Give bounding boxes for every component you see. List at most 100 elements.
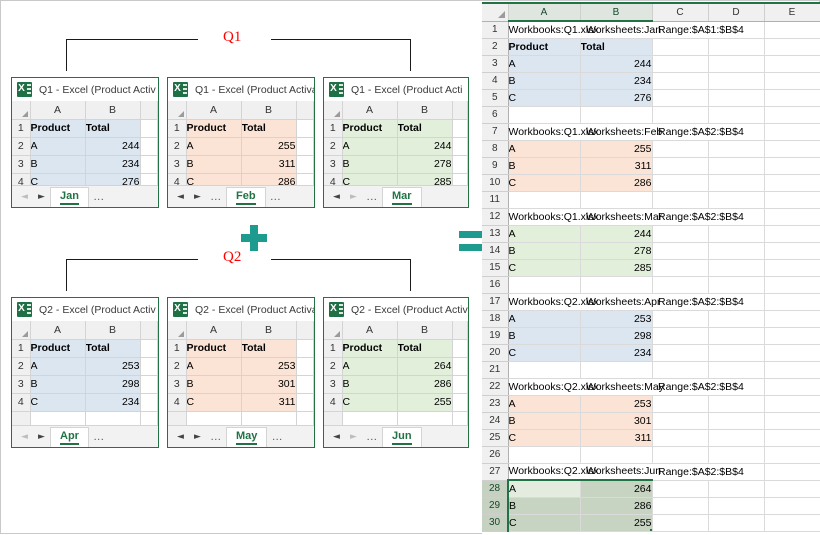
row-header-2[interactable]: 2	[324, 137, 343, 156]
empty-c[interactable]	[652, 38, 709, 56]
empty-a[interactable]	[508, 361, 581, 379]
empty-a[interactable]	[508, 191, 581, 209]
cell-b1[interactable]: Total	[85, 118, 141, 138]
column-header-B[interactable]: B	[241, 321, 297, 340]
column-header-B[interactable]: B	[397, 101, 453, 120]
prev-sheet-icon[interactable]: ◄	[333, 432, 340, 442]
table-row[interactable]: 22 Workbooks:Q2.xlsx Worksheets:May Rang…	[482, 378, 820, 396]
banner-pad-e-0[interactable]	[764, 21, 820, 39]
column-header-C[interactable]: C	[652, 4, 709, 22]
empty-c[interactable]	[652, 395, 709, 413]
empty-e[interactable]	[764, 140, 820, 158]
empty-c[interactable]	[652, 55, 709, 73]
empty-e[interactable]	[764, 361, 820, 379]
empty-c[interactable]	[652, 191, 709, 209]
table-row[interactable]: 2 A 264	[324, 357, 468, 376]
row-header-29[interactable]: 29	[482, 497, 509, 515]
row-header-3[interactable]: 3	[12, 155, 31, 174]
sheet-overflow-left-icon[interactable]: ...	[366, 191, 378, 203]
empty-c[interactable]	[652, 497, 709, 515]
cell-c1[interactable]	[452, 119, 468, 138]
cell-a3[interactable]: B	[185, 375, 242, 394]
row-header-28[interactable]: 28	[482, 480, 509, 498]
table-row[interactable]: 17 Workbooks:Q2.xlsx Worksheets:Apr Rang…	[482, 293, 820, 311]
empty-e[interactable]	[764, 446, 820, 464]
empty-a[interactable]	[508, 106, 581, 124]
table-row[interactable]: 25 C 311	[482, 429, 820, 447]
cell-c3[interactable]	[296, 375, 314, 394]
banner-range-0[interactable]: Range:$A$1:$B$4	[652, 21, 744, 39]
block-2-cell-a1[interactable]: A	[507, 224, 581, 243]
block-2-cell-a2[interactable]: B	[507, 242, 581, 260]
row-header-26[interactable]: 26	[482, 446, 509, 464]
cell-a2[interactable]: A	[341, 137, 398, 156]
empty-d[interactable]	[708, 55, 765, 73]
empty-a[interactable]	[508, 276, 581, 294]
table-row[interactable]: 20 C 234	[482, 344, 820, 362]
cell-b2[interactable]: 255	[241, 137, 297, 156]
empty-e[interactable]	[764, 174, 820, 192]
banner-range-3[interactable]: Range:$A$2:$B$4	[652, 293, 744, 311]
block-0-header-total[interactable]: Total	[580, 37, 653, 56]
row-header-1[interactable]: 1	[482, 21, 509, 39]
cell-a1[interactable]: Product	[29, 118, 86, 138]
sheet-overflow-right-icon[interactable]: ...	[272, 431, 283, 443]
table-row[interactable]: 2 A 253	[12, 357, 158, 376]
empty-c[interactable]	[652, 72, 709, 90]
table-row[interactable]: 28 A 264	[482, 479, 820, 498]
empty-d[interactable]	[708, 361, 765, 379]
empty-d[interactable]	[708, 429, 765, 447]
row-header-10[interactable]: 10	[482, 174, 509, 192]
empty-e[interactable]	[764, 191, 820, 209]
sheet-tab-apr[interactable]: Apr	[50, 427, 89, 447]
column-header-B[interactable]: B	[397, 321, 453, 340]
row-header-2[interactable]: 2	[482, 38, 509, 56]
banner-pad-e-2[interactable]	[764, 208, 820, 226]
cell-c3[interactable]	[296, 155, 314, 174]
cell-c1[interactable]	[296, 119, 314, 138]
column-header-B[interactable]: B	[85, 101, 141, 120]
table-row[interactable]: 1 Product Total	[12, 338, 158, 358]
sheet-overflow-left-icon[interactable]: ...	[210, 431, 222, 443]
cell-a2[interactable]: A	[185, 357, 242, 376]
table-row-spacer[interactable]: 21	[482, 361, 820, 379]
table-row[interactable]: 5 C 276	[482, 89, 820, 107]
empty-d[interactable]	[708, 106, 765, 124]
row-header-5[interactable]: 5	[482, 89, 509, 107]
row-header-16[interactable]: 16	[482, 276, 509, 294]
row-header-3[interactable]: 3	[168, 375, 187, 394]
cell-a4[interactable]: C	[341, 393, 398, 412]
block-0-header-product[interactable]: Product	[507, 37, 581, 56]
table-row[interactable]: 1 Product Total	[168, 338, 314, 358]
empty-c[interactable]	[652, 106, 709, 124]
row-header-6[interactable]: 6	[482, 106, 509, 124]
empty-c[interactable]	[652, 514, 709, 532]
table-row[interactable]: 1 Product Total	[324, 338, 468, 358]
sheet-tab-mar[interactable]: Mar	[382, 187, 422, 207]
cell-a2[interactable]: A	[29, 357, 86, 376]
table-row[interactable]: 4 C 311	[168, 393, 314, 412]
row-header-2[interactable]: 2	[12, 137, 31, 156]
select-all-corner[interactable]	[482, 4, 509, 22]
table-row[interactable]: 18 A 253	[482, 309, 820, 328]
column-header-B[interactable]: B	[580, 4, 653, 22]
cell-a2[interactable]: A	[29, 137, 86, 156]
column-header-D[interactable]: D	[708, 4, 765, 22]
table-row[interactable]: 12 Workbooks:Q1.xlsx Worksheets:Mar Rang…	[482, 208, 820, 226]
table-row[interactable]: 15 C 285	[482, 259, 820, 277]
empty-c[interactable]	[652, 157, 709, 175]
table-row[interactable]: 23 A 253	[482, 394, 820, 413]
table-row[interactable]: 3 B 234	[12, 155, 158, 174]
empty-e[interactable]	[764, 259, 820, 277]
column-header-extra[interactable]	[140, 101, 158, 120]
column-header-extra[interactable]	[296, 321, 314, 340]
row-header-3[interactable]: 3	[482, 55, 509, 73]
column-header-A[interactable]: A	[342, 321, 398, 340]
cell-b1[interactable]: Total	[241, 338, 297, 358]
cell-b3[interactable]: 286	[397, 375, 453, 394]
block-5-cell-a3[interactable]: C	[507, 514, 581, 532]
block-3-cell-a2[interactable]: B	[507, 327, 581, 345]
table-row-spacer[interactable]: 26	[482, 446, 820, 464]
row-header-4[interactable]: 4	[168, 393, 187, 412]
